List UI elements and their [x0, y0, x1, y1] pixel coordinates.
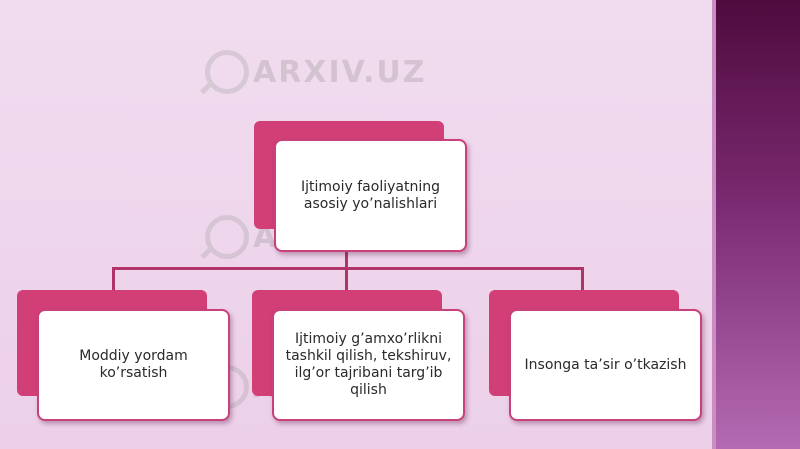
connector-root-stem — [345, 252, 348, 268]
watermark-text: ARXIV.UZ — [253, 54, 427, 90]
root-node-label: Ijtimoiy faoliyatning asosiy yo’nalishla… — [301, 178, 440, 212]
magnifier-icon — [205, 50, 249, 94]
child-node-2-label: Ijtimoiy g’amxo’rlikni tashkil qilish, t… — [285, 331, 452, 398]
connector-horizontal — [112, 267, 584, 270]
connector-child-3 — [581, 267, 584, 291]
magnifier-icon — [205, 215, 249, 259]
child-node-1-label: Moddiy yordam ko’rsatish — [79, 348, 188, 381]
side-panel — [716, 0, 800, 449]
child-node-1: Moddiy yordam ko’rsatish — [37, 309, 230, 421]
child-node-2: Ijtimoiy g’amxo’rlikni tashkil qilish, t… — [272, 309, 465, 421]
connector-child-1 — [112, 267, 115, 291]
root-node: Ijtimoiy faoliyatning asosiy yo’nalishla… — [274, 139, 467, 252]
watermark-top: ARXIV.UZ — [205, 50, 426, 94]
side-panel-edge — [712, 0, 716, 449]
child-node-3: Insonga ta’sir o’tkazish — [509, 309, 702, 421]
child-node-3-label: Insonga ta’sir o’tkazish — [524, 356, 687, 373]
connector-child-2 — [345, 267, 348, 291]
